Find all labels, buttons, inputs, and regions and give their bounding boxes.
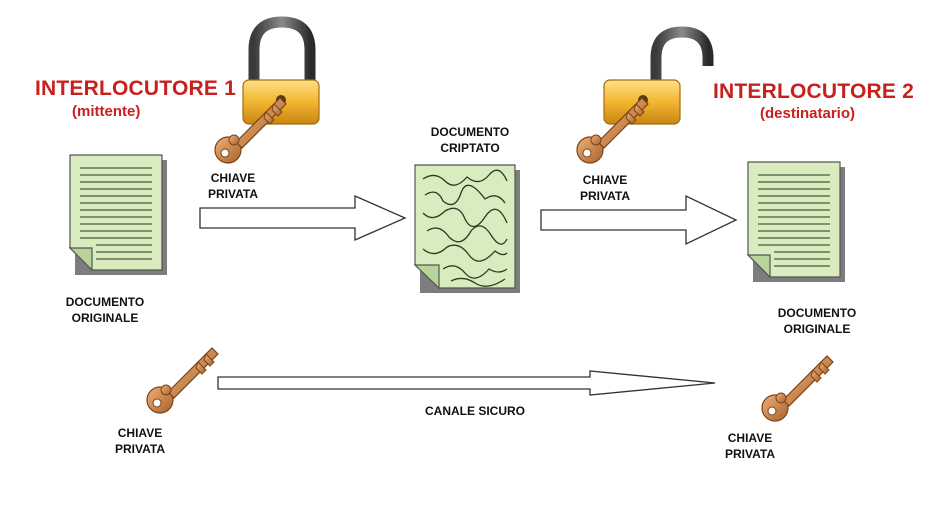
secure-channel-label: CANALE SICURO: [424, 404, 525, 418]
receiver-role: (destinatario): [760, 105, 856, 122]
key-bottom-right-label: CHIAVE PRIVATA: [725, 431, 775, 461]
key-bottom-left-label: CHIAVE PRIVATA: [115, 426, 165, 456]
key-icon: [146, 347, 219, 414]
encrypted-document-icon: [413, 164, 520, 293]
arrow-icon: [540, 194, 738, 246]
document-icon: [69, 154, 168, 276]
padlock-open-icon: [603, 26, 714, 125]
key-top-left-label: CHIAVE PRIVATA: [208, 171, 258, 201]
sender-role: (mittente): [72, 103, 141, 120]
sender-title: INTERLOCUTORE 1: [35, 77, 236, 100]
doc-original-right-label: DOCUMENTO ORIGINALE: [777, 306, 857, 336]
key-icon: [761, 355, 834, 422]
document-icon: [747, 161, 846, 283]
key-top-right-label: CHIAVE PRIVATA: [580, 173, 630, 203]
doc-original-left-label: DOCUMENTO ORIGINALE: [65, 295, 145, 325]
arrow-icon: [199, 195, 407, 241]
receiver-title: INTERLOCUTORE 2: [713, 80, 914, 103]
arrow-icon: [217, 370, 716, 396]
doc-encrypted-label: DOCUMENTO CRIPTATO: [430, 125, 510, 155]
